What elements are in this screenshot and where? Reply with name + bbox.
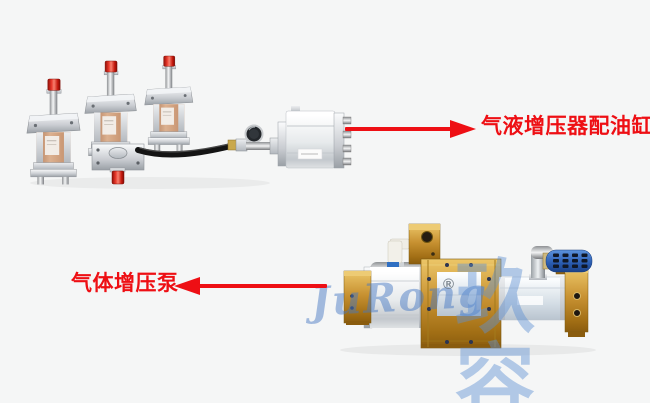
drive-air-cylinder <box>363 266 424 329</box>
blue-fitting <box>387 262 399 271</box>
air-inlet-elbow-fitting <box>387 238 411 280</box>
top-gold-valve-block <box>408 223 441 265</box>
arrow-right-icon <box>450 119 476 138</box>
horizontal-oil-cylinder <box>246 106 352 169</box>
plate-boss <box>108 147 128 159</box>
muffler-slots <box>553 253 588 268</box>
cylinder-window <box>437 272 481 316</box>
brass-fitting <box>227 139 238 151</box>
high-pressure-cylinder <box>498 276 570 321</box>
bottom-annotation-arrow-line <box>199 283 327 288</box>
label-sticker <box>517 296 543 305</box>
left-gold-end-block <box>343 270 372 325</box>
bottom-annotation-label: 气体增压泵 <box>71 272 179 295</box>
gas-booster-pump <box>340 223 596 356</box>
tie-rod-nuts <box>342 116 352 166</box>
group-shadow <box>30 177 270 189</box>
oil-cylinder-small <box>26 78 81 185</box>
oil-cylinder-short <box>144 55 194 152</box>
pump-shadow <box>340 344 596 356</box>
top-annotation-arrow-line <box>345 126 453 131</box>
oil-cylinder-group <box>26 55 352 189</box>
blue-muffler <box>542 249 593 273</box>
top-annotation-label: 气液增压器配油缸 <box>481 115 650 138</box>
center-gold-bracket <box>420 258 502 349</box>
hose-nut <box>235 138 248 152</box>
arrow-left-icon <box>174 276 200 295</box>
red-port-cap-icon <box>111 170 125 185</box>
piston-rod <box>246 142 278 150</box>
oil-cylinder-with-mount-plate <box>84 60 145 185</box>
right-gold-end-block <box>564 267 589 337</box>
